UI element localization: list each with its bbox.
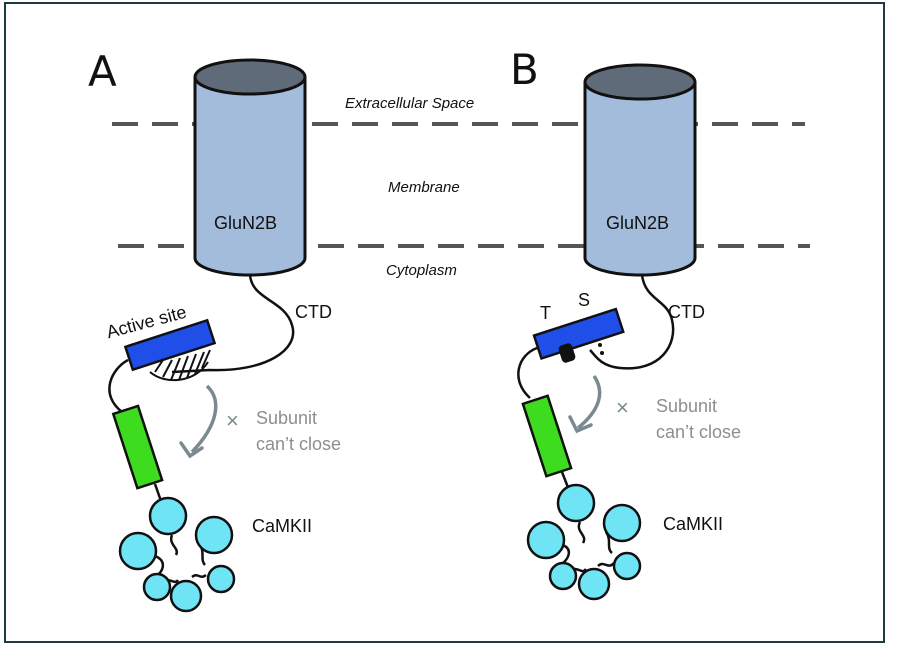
- panel-a-camkii-hub: [118, 496, 236, 613]
- panel-a-block-mark: ×: [226, 408, 239, 433]
- panel-b-linker: [517, 346, 538, 399]
- panel-b-site-dot: [598, 343, 602, 347]
- panel-a-receptor-label: GluN2B: [214, 213, 277, 233]
- panel-a-annotation-line2: can’t close: [256, 434, 341, 454]
- panel-b-s-label: S: [578, 290, 590, 310]
- panel-b-regulatory-segment: [521, 394, 573, 478]
- hub-subunit: [148, 496, 188, 536]
- hub-subunit: [169, 579, 203, 613]
- hub-subunit: [194, 515, 234, 555]
- panel-b-t-label: T: [540, 303, 551, 323]
- hub-subunit: [118, 531, 158, 571]
- cytoplasm-label: Cytoplasm: [386, 262, 457, 279]
- panel-a-closing-arrow: [190, 384, 218, 454]
- panel-a-arrow-head: [179, 441, 204, 459]
- panel-a-receptor: [193, 58, 307, 277]
- panel-b-ctd-tail: [589, 274, 675, 370]
- panel-b-receptor-label: GluN2B: [606, 213, 669, 233]
- hub-subunit: [142, 572, 172, 602]
- panel-b-ctd-label: CTD: [668, 302, 705, 322]
- hub-subunit: [206, 564, 236, 594]
- panel-a-camkii-label: CaMKII: [252, 516, 312, 536]
- panel-b-camkii-label: CaMKII: [663, 514, 723, 534]
- figure-frame: [4, 2, 885, 643]
- panel-b-camkii-hub: [526, 483, 642, 601]
- panel-a-kinase-domain: [123, 318, 217, 372]
- extracellular-label: Extracellular Space: [345, 95, 474, 112]
- hub-subunit: [612, 551, 642, 581]
- hub-subunit: [556, 483, 596, 523]
- hub-subunit: [577, 567, 611, 601]
- panel-a-annotation-line1: Subunit: [256, 408, 317, 428]
- panel-b-arrow-head: [568, 415, 593, 434]
- hub-subunit: [526, 520, 566, 560]
- panel-a-letter: A: [88, 47, 117, 96]
- panel-b-kinase-domain: [532, 307, 625, 361]
- panel-a-ctd-tail: [171, 274, 295, 374]
- panel-b-annotation-line2: can’t close: [656, 422, 741, 442]
- panel-b-letter: B: [510, 45, 539, 94]
- panel-a-binding-hatch: [149, 349, 211, 382]
- panel-b-closing-arrow: [576, 375, 602, 430]
- panel-b-site-dot: [600, 351, 604, 355]
- panel-b-site-block: [558, 343, 576, 363]
- panel-b-receptor: [583, 63, 697, 277]
- panel-b-block-mark: ×: [616, 395, 629, 420]
- panel-a-ctd-label: CTD: [295, 302, 332, 322]
- panel-b-annotation-line1: Subunit: [656, 396, 717, 416]
- panel-a: A GluN2B CTD Active site: [88, 47, 341, 613]
- hub-subunit: [548, 561, 578, 591]
- panel-b: B GluN2B CTD T S × Subunit can’t close: [510, 45, 741, 601]
- panel-a-regulatory-segment: [111, 404, 164, 490]
- hub-subunit: [602, 503, 642, 543]
- panel-a-linker: [108, 358, 129, 413]
- membrane-label: Membrane: [388, 179, 460, 196]
